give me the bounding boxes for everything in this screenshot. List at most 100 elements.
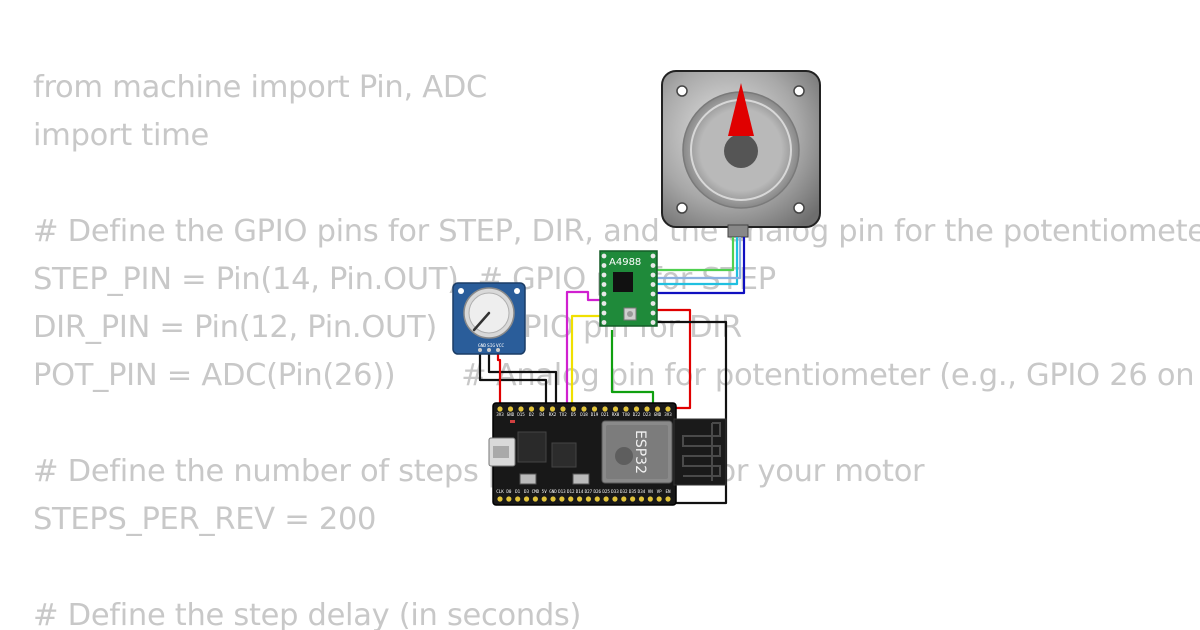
esp32-pin[interactable] (497, 406, 503, 412)
a4988-driver[interactable]: A4988 (599, 250, 658, 327)
esp32-pin-label: RX0 (612, 412, 620, 417)
esp32-pin[interactable] (581, 406, 587, 412)
esp32-pin[interactable] (594, 496, 600, 502)
esp32-pin[interactable] (638, 496, 645, 502)
esp32-pin[interactable] (612, 406, 619, 412)
esp32-pin[interactable] (528, 406, 535, 412)
esp32-pin[interactable] (559, 496, 565, 502)
driver-pin[interactable] (601, 282, 607, 287)
pot-pin-sig[interactable] (487, 348, 491, 352)
esp32-pin-label: RX2 (549, 412, 557, 417)
esp32-pin[interactable] (656, 496, 662, 502)
esp32-pin[interactable] (665, 406, 671, 412)
esp32-pin-label: GND (654, 412, 662, 417)
wire-motor-d (657, 237, 742, 280)
esp32-pin[interactable] (612, 496, 618, 502)
esp32-button-en[interactable] (572, 473, 590, 485)
esp32-pin-label: GND (507, 412, 515, 417)
esp32-pin-label: D1 (515, 489, 521, 494)
esp32-pin[interactable] (623, 406, 629, 412)
pot-mount-hole-right (514, 288, 520, 294)
driver-pin[interactable] (650, 310, 656, 316)
esp32-pin-label: CLK (496, 489, 504, 494)
driver-pin[interactable] (601, 291, 607, 297)
wire-step (570, 314, 604, 410)
esp32-pin[interactable] (518, 406, 524, 412)
driver-pin[interactable] (601, 272, 607, 278)
driver-pin[interactable] (650, 320, 656, 325)
driver-pin[interactable] (601, 320, 607, 325)
esp32-pin[interactable] (515, 496, 521, 502)
esp32-button-boot[interactable] (519, 473, 537, 485)
pot-pin-label-sig: SIG (487, 343, 495, 349)
esp32-pin[interactable] (507, 406, 514, 412)
driver-pin[interactable] (650, 282, 656, 287)
potentiometer[interactable]: GND SIG VCC (452, 282, 526, 355)
esp32-pin-label: D13 (558, 489, 566, 494)
esp32-pin[interactable] (549, 406, 556, 412)
esp32-pin-label: D15 (517, 412, 525, 417)
esp32-pin-label: 3V3 (664, 412, 672, 417)
wire-sleep-green (610, 330, 655, 410)
esp32-pin[interactable] (621, 496, 627, 502)
driver-pin[interactable] (601, 301, 607, 306)
pot-pin-gnd[interactable] (478, 348, 482, 352)
driver-pin[interactable] (650, 301, 656, 306)
driver-pin[interactable] (650, 272, 656, 278)
motor-screw-top-right (793, 85, 805, 97)
esp32-pin-label: D26 (593, 489, 601, 494)
esp32-pin-label: EN (665, 489, 671, 494)
code-line: # Define the step delay (in seconds) (33, 598, 582, 630)
esp32-pin-label: D19 (591, 412, 599, 417)
esp32-pin[interactable] (602, 406, 608, 412)
esp32-pin[interactable] (644, 406, 650, 412)
esp32-pin[interactable] (665, 496, 671, 502)
driver-pin[interactable] (650, 291, 656, 297)
esp32-pin[interactable] (532, 496, 538, 502)
driver-pin[interactable] (601, 310, 607, 316)
esp32-pin[interactable] (539, 406, 545, 412)
esp32-pin[interactable] (576, 496, 583, 502)
code-line: import time (33, 118, 210, 153)
pot-pin-vcc[interactable] (496, 348, 500, 352)
esp32-pin-label: D23 (643, 412, 651, 417)
driver-pins-left (601, 253, 607, 325)
esp32-pin-label: D12 (567, 489, 575, 494)
esp32-pin[interactable] (568, 496, 574, 502)
wire-motor-c (657, 237, 746, 295)
esp32-pin-label: D14 (576, 489, 584, 494)
pot-pin-label-vcc: VCC (496, 343, 504, 349)
esp32-pin[interactable] (603, 496, 609, 502)
wire-vmot-red (655, 308, 692, 410)
wire-pot-gnd (478, 347, 548, 410)
driver-pin[interactable] (650, 263, 656, 268)
wire-dir (565, 290, 604, 410)
wires (478, 237, 746, 505)
esp32-pin-label: D22 (633, 412, 641, 417)
driver-pin[interactable] (650, 253, 656, 259)
esp32-pin[interactable] (630, 496, 636, 502)
stepper-motor[interactable] (661, 70, 821, 238)
esp32-pin[interactable] (654, 406, 661, 412)
esp32-pin[interactable] (550, 496, 556, 502)
esp32-pin[interactable] (497, 496, 503, 502)
esp32-antenna-trace-icon (682, 422, 721, 481)
driver-pin[interactable] (601, 253, 607, 259)
esp32-pin[interactable] (560, 406, 566, 412)
code-line: from machine import Pin, ADC (33, 70, 487, 105)
driver-pin[interactable] (601, 263, 607, 268)
esp32-pin[interactable] (633, 406, 640, 412)
esp32-pin[interactable] (647, 496, 653, 502)
esp32-pin[interactable] (523, 496, 530, 502)
esp32-pin[interactable] (541, 496, 547, 502)
esp32-pin[interactable] (585, 496, 592, 502)
esp32-pin[interactable] (506, 496, 512, 502)
motor-needle-icon (728, 83, 754, 136)
esp32-pin[interactable] (591, 406, 598, 412)
pot-pin-label-gnd: GND (478, 343, 486, 349)
esp32-pin[interactable] (570, 406, 577, 412)
esp32-pin-label: D18 (580, 412, 588, 417)
